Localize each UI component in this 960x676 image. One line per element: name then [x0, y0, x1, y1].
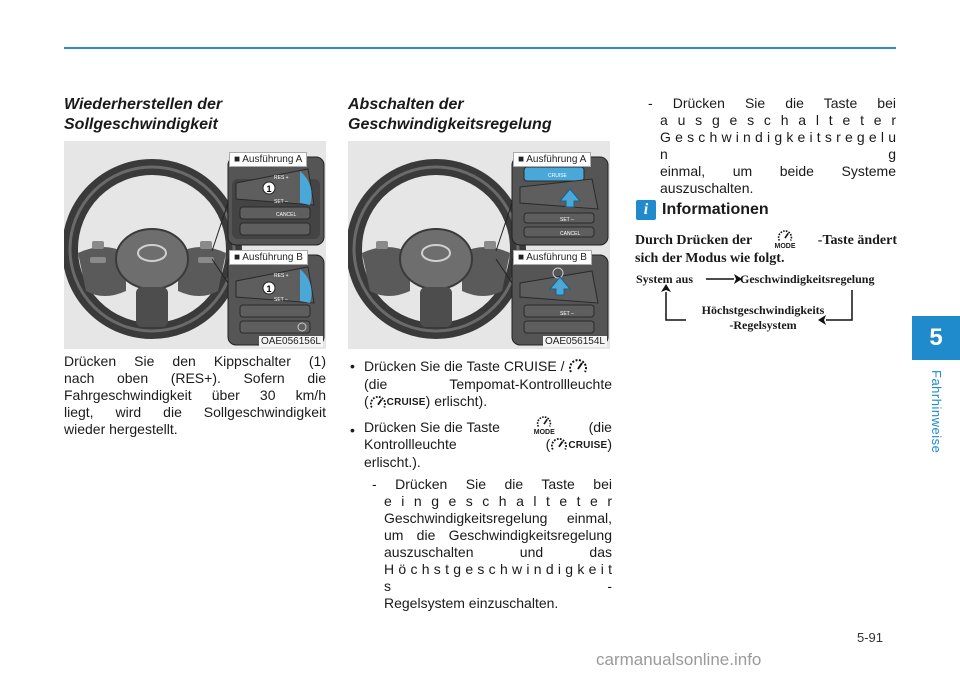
flow-node-cruise-control: Geschwindigkeitsregelung	[740, 272, 875, 286]
variant-b-label: ■ Ausführung B	[229, 250, 308, 265]
set-label: SET –	[274, 297, 288, 303]
sub-line: e i n g e s c h a l t e t e r	[384, 493, 612, 509]
info-text: Durch Drücken der MODE -Taste ändert sic…	[635, 230, 897, 268]
callout-number: 1	[266, 184, 271, 194]
section-heading-switch-off: Abschalten der Geschwindigkeitsregelung	[348, 95, 552, 135]
flow-arrows	[661, 274, 853, 325]
mode-text: MODE	[533, 429, 555, 436]
paren: (	[545, 436, 551, 452]
heading-line: Wiederherstellen der	[64, 96, 223, 113]
res-label: RES +	[274, 175, 289, 181]
cruise-indicator-text: CRUISE	[568, 439, 608, 451]
flow-node-speed-limiter: Höchstgeschwindigkeits -Regelsystem	[688, 303, 838, 333]
header-rule	[64, 47, 896, 49]
heading-line: Abschalten der	[348, 96, 464, 113]
sub-line: - Drücken Sie die Taste bei	[372, 476, 612, 492]
info-line: Durch Drücken der MODE -Taste ändert	[635, 230, 897, 250]
paragraph-line: nach oben (RES+). Sofern die	[64, 370, 326, 386]
figure-steering-resume: 1 1 RES + RES + SET – SET – CANCEL ■ Aus…	[64, 141, 326, 349]
bullet-text: (die	[588, 419, 612, 435]
bullet-mode: Drücken Sie die Taste MODE (die Kontroll…	[364, 416, 612, 471]
set-label: SET –	[560, 217, 574, 223]
sub-line: Geschwindigkeitsregelung einmal,	[384, 510, 612, 526]
sub-line: um die Geschwindigkeitsregelung	[384, 527, 612, 543]
bullet-text: Drücken Sie die Taste	[364, 419, 500, 435]
bullet-line: ( CRUISE) erlischt).	[364, 393, 612, 411]
paragraph-line: Drücken Sie den Kippschalter (1)	[64, 353, 326, 369]
sub-line: Regelsystem einzuschalten.	[384, 595, 559, 611]
sub-line: auszuschalten und das	[384, 544, 612, 560]
steering-wheel-illustration: CRUISE SET – CANCEL SET –	[348, 156, 609, 346]
paragraph-line: liegt, wird die Sollgeschwindigkeit	[64, 404, 326, 420]
paragraph-line: Fahrgeschwindigkeit über 30 km/h	[64, 387, 326, 403]
info-text-part: Durch Drücken der	[635, 233, 753, 248]
bullet-text: Kontrollleuchte	[364, 436, 457, 452]
sub-line: - Drücken Sie die Taste bei	[648, 95, 896, 111]
speedometer-icon	[777, 230, 793, 241]
speedometer-icon	[369, 395, 386, 408]
cruise-label: CRUISE	[548, 173, 568, 179]
mode-text: MODE	[774, 243, 796, 250]
flow-node-system-off: System aus	[636, 272, 694, 286]
bullet-dot: •	[350, 422, 355, 438]
figure-steering-cruise: CRUISE SET – CANCEL SET – ■ Ausführung A…	[348, 141, 610, 349]
flow-node-line: -Regelsystem	[729, 318, 797, 332]
variant-b-label: ■ Ausführung B	[513, 250, 592, 265]
sub-item-switch-off-both: - Drücken Sie die Taste bei a u s g e s …	[648, 95, 896, 197]
heading-line: Sollgeschwindigkeit	[64, 116, 218, 133]
figure-code: OAE056154L	[542, 336, 607, 347]
bullet-line: Drücken Sie die Taste CRUISE /	[364, 358, 612, 376]
figure-code: OAE056156L	[258, 336, 323, 347]
variant-a-label: ■ Ausführung A	[229, 152, 308, 167]
speedometer-icon	[569, 359, 588, 373]
bullet-cruise: Drücken Sie die Taste CRUISE / (die Temp…	[364, 358, 612, 411]
cancel-label: CANCEL	[276, 212, 297, 218]
sub-line: einmal, um beide Systeme	[660, 163, 896, 179]
page-number: 5-91	[857, 630, 884, 645]
speedometer-icon	[551, 438, 568, 451]
info-title: Informationen	[662, 201, 769, 218]
sub-line: G e s c h w i n d i g k e i t s r e g e …	[660, 129, 896, 162]
chapter-tab: 5	[912, 316, 960, 360]
cruise-indicator-text: CRUISE	[386, 397, 426, 409]
sub-line: auszuschalten.	[660, 180, 754, 196]
bullet-line: Drücken Sie die Taste MODE (die	[364, 416, 612, 436]
flow-node-line: Höchstgeschwindigkeits	[701, 303, 825, 317]
sub-item-switch-to-speed-limiter: - Drücken Sie die Taste bei e i n g e s …	[372, 476, 612, 612]
set-label: SET –	[274, 199, 288, 205]
res-label: RES +	[274, 273, 289, 279]
paren: (	[364, 393, 369, 410]
bullet-line: erlischt.).	[364, 453, 421, 470]
info-text-part: -Taste ändert	[817, 233, 897, 248]
mode-button-icon: MODE	[774, 230, 795, 250]
chapter-number: 5	[929, 324, 943, 351]
bullet-line: (die Tempomat-Kontrollleuchte	[364, 376, 612, 393]
sub-line: a u s g e s c h a l t e t e r	[660, 112, 896, 128]
section-heading-restore: Wiederherstellen der Sollgeschwindigkeit	[64, 95, 222, 135]
heading-line: Geschwindigkeitsregelung	[348, 116, 552, 133]
cruise-indicator: ( CRUISE)	[546, 436, 612, 454]
sub-line: H ö c h s t g e s c h w i n d i g k e i …	[384, 561, 612, 594]
info-line: sich der Modus wie folgt.	[635, 251, 785, 266]
watermark: carmanualsonline.info	[596, 650, 762, 669]
paren: )	[607, 436, 612, 452]
bullet-text: ) erlischt).	[425, 393, 488, 410]
callout-number: 1	[266, 284, 271, 294]
mode-button-icon: MODE	[534, 416, 555, 436]
info-icon: i	[636, 200, 656, 220]
bullet-line: Kontrollleuchte ( CRUISE)	[364, 436, 612, 454]
bullet-dot: •	[350, 358, 355, 374]
paragraph-line: wieder hergestellt.	[64, 421, 178, 437]
set-label: SET –	[560, 311, 574, 317]
cancel-label: CANCEL	[560, 231, 581, 237]
restore-paragraph: Drücken Sie den Kippschalter (1) nach ob…	[64, 353, 326, 438]
bullet-text: Drücken Sie die Taste CRUISE /	[364, 358, 565, 374]
variant-a-label: ■ Ausführung A	[513, 152, 592, 167]
steering-wheel-illustration: 1 1 RES + RES + SET – SET – CANCEL	[64, 156, 325, 346]
chapter-label: Fahrhinweise	[929, 370, 944, 454]
speedometer-icon	[537, 416, 552, 427]
